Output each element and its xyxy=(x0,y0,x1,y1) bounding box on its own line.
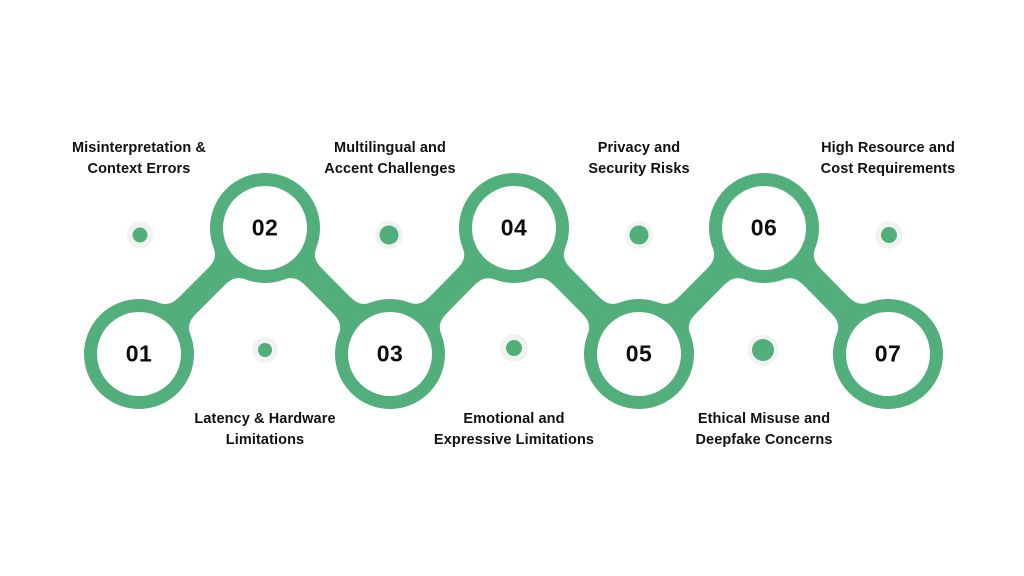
node-number-04: 04 xyxy=(500,214,528,241)
marker-dot-6 xyxy=(752,339,774,361)
node-ring-03[interactable] xyxy=(335,299,445,409)
chain-blob xyxy=(84,173,943,409)
marker-dot-7 xyxy=(881,227,897,243)
node-number-02: 02 xyxy=(251,214,279,241)
chain-connector xyxy=(627,216,776,366)
node-number-05: 05 xyxy=(625,340,653,367)
node-number-03: 03 xyxy=(376,340,404,367)
marker-dot-2 xyxy=(258,343,272,357)
marker-dot-5 xyxy=(629,225,649,245)
node-number-06: 06 xyxy=(750,214,778,241)
marker-dot-4 xyxy=(506,340,522,356)
node-label-01: Misinterpretation & Context Errors xyxy=(71,140,207,177)
node-ring-01[interactable] xyxy=(84,299,194,409)
node-label-04: Emotional and Expressive Limitations xyxy=(433,411,595,448)
marker-dot-group xyxy=(126,221,903,366)
node-label-03: Multilingual and Accent Challenges xyxy=(324,140,456,177)
node-ring-05[interactable] xyxy=(584,299,694,409)
node-label-07: High Resource and Cost Requirements xyxy=(820,140,956,177)
node-label-05: Privacy and Security Risks xyxy=(588,140,690,177)
node-label-02: Latency & Hardware Limitations xyxy=(194,411,336,448)
node-number-07: 07 xyxy=(874,340,902,367)
chain-connector xyxy=(378,216,526,366)
node-ring-06[interactable] xyxy=(709,173,819,283)
chain-connector xyxy=(752,216,900,366)
marker-dot-3 xyxy=(379,225,399,245)
node-ring-07[interactable] xyxy=(833,299,943,409)
node-label-06: Ethical Misuse and Deepfake Concerns xyxy=(695,411,833,448)
node-ring-02[interactable] xyxy=(210,173,320,283)
node-number-01: 01 xyxy=(125,340,153,367)
chain-connector xyxy=(127,216,277,366)
chain-connector xyxy=(502,216,651,366)
chain-connector xyxy=(253,216,402,366)
marker-dot-1 xyxy=(132,227,148,243)
node-ring-04[interactable] xyxy=(459,173,569,283)
